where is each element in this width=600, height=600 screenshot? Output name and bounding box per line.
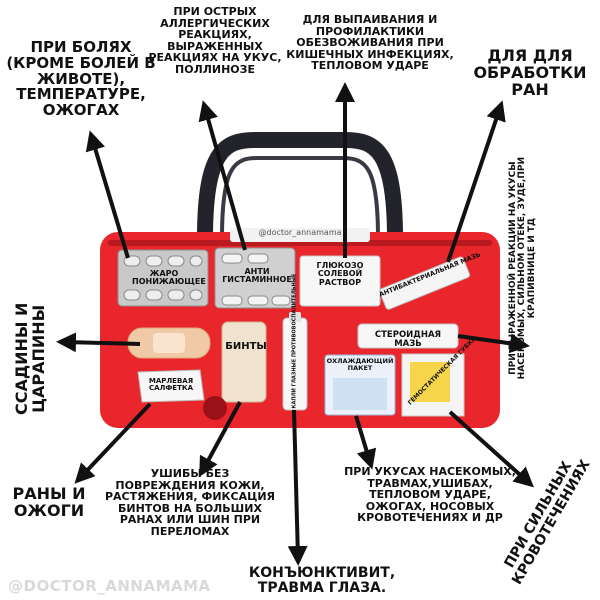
item-eye-drops: КАПЛИ ГЛАЗНЫЕ ПРОТИВОВОСПАЛИТЕЛЬНЫЕ: [291, 273, 298, 409]
arrow-antibacterial: [446, 100, 506, 263]
label-wounds-burns: РАНЫ И ОЖОГИ: [12, 484, 86, 520]
item-antipyretic: ЖАРО ПОНИЖАЮЩЕЕ: [132, 269, 206, 287]
arrow-cold-pack: [354, 415, 377, 470]
label-dehydration: ДЛЯ ВЫПАИВАНИЯ И ПРОФИЛАКТИКИ ОБЕЗВОЖИВА…: [286, 13, 454, 73]
bag-tag: @doctor_annamama: [258, 228, 342, 237]
item-glucose-solution: ГЛЮКОЗО СОЛЕВОЙ РАСТВОР: [316, 261, 364, 287]
label-severe-reaction: ПРИ ВЫРАЖЕННОЙ РЕАКЦИИ НА УКУСЫ НАСЕКОМЫ…: [507, 156, 537, 380]
item-antihistamine: АНТИ ГИСТАМИННОЕ: [222, 267, 292, 285]
item-steroid-ointment: СТЕРОИДНАЯ МАЗЬ: [374, 330, 442, 349]
watermark: @DOCTOR_ANNAMAMA: [8, 577, 211, 595]
bag-zipper: [108, 240, 492, 246]
item-cold-pack: ОХЛАЖДАЮЩИЙ ПАКЕТ: [326, 357, 394, 372]
label-pain: ПРИ БОЛЯХ (КРОМЕ БОЛЕЙ В ЖИВОТЕ), ТЕМПЕР…: [6, 38, 156, 119]
bag-handle: [197, 132, 403, 246]
arrow-bandages: [199, 401, 242, 478]
bag-handle-inner: [220, 156, 380, 239]
item-bandages: БИНТЫ: [225, 341, 267, 352]
label-allergy: ПРИ ОСТРЫХ АЛЛЕРГИЧЕСКИХ РЕАКЦИЯХ, ВЫРАЖ…: [148, 5, 282, 76]
label-cold-pack: ПРИ УКУСАХ НАСЕКОМЫХ, ТРАВМАХ,УШИБАХ, ТЕ…: [344, 465, 516, 525]
tourniquet-roll: [203, 396, 227, 420]
antipyretic-blister: [117, 249, 209, 307]
label-abrasions: ССАДИНЫ И ЦАРАПИНЫ: [12, 302, 48, 416]
arrow-abrasions: [56, 332, 141, 353]
bag-tag-band: [230, 228, 370, 242]
arrow-eyes: [287, 409, 308, 566]
arrow-allergy: [198, 100, 247, 251]
label-eyes: КОНЪЮНКТИВИТ, ТРАВМА ГЛАЗА.: [248, 565, 396, 596]
label-wounds-treatment: ДЛЯ ДЛЯ ОБРАБОТКИ РАН: [473, 46, 587, 99]
label-bruises: УШИБЫ БЕЗ ПОВРЕЖДЕНИЯ КОЖИ, РАСТЯЖЕНИЯ, …: [104, 467, 276, 538]
glucose-sachet: [299, 255, 381, 307]
gauze-pad: [137, 369, 205, 403]
arrow-bleeding: [448, 410, 534, 488]
arrow-wounds: [74, 402, 152, 484]
bandage-roll: [221, 321, 267, 403]
arrow-pain: [85, 130, 130, 259]
antibacterial-tube: [379, 256, 471, 310]
item-gauze: МАРЛЕВАЯ САЛФЕТКА: [148, 377, 194, 393]
arrow-steroid: [457, 333, 530, 354]
